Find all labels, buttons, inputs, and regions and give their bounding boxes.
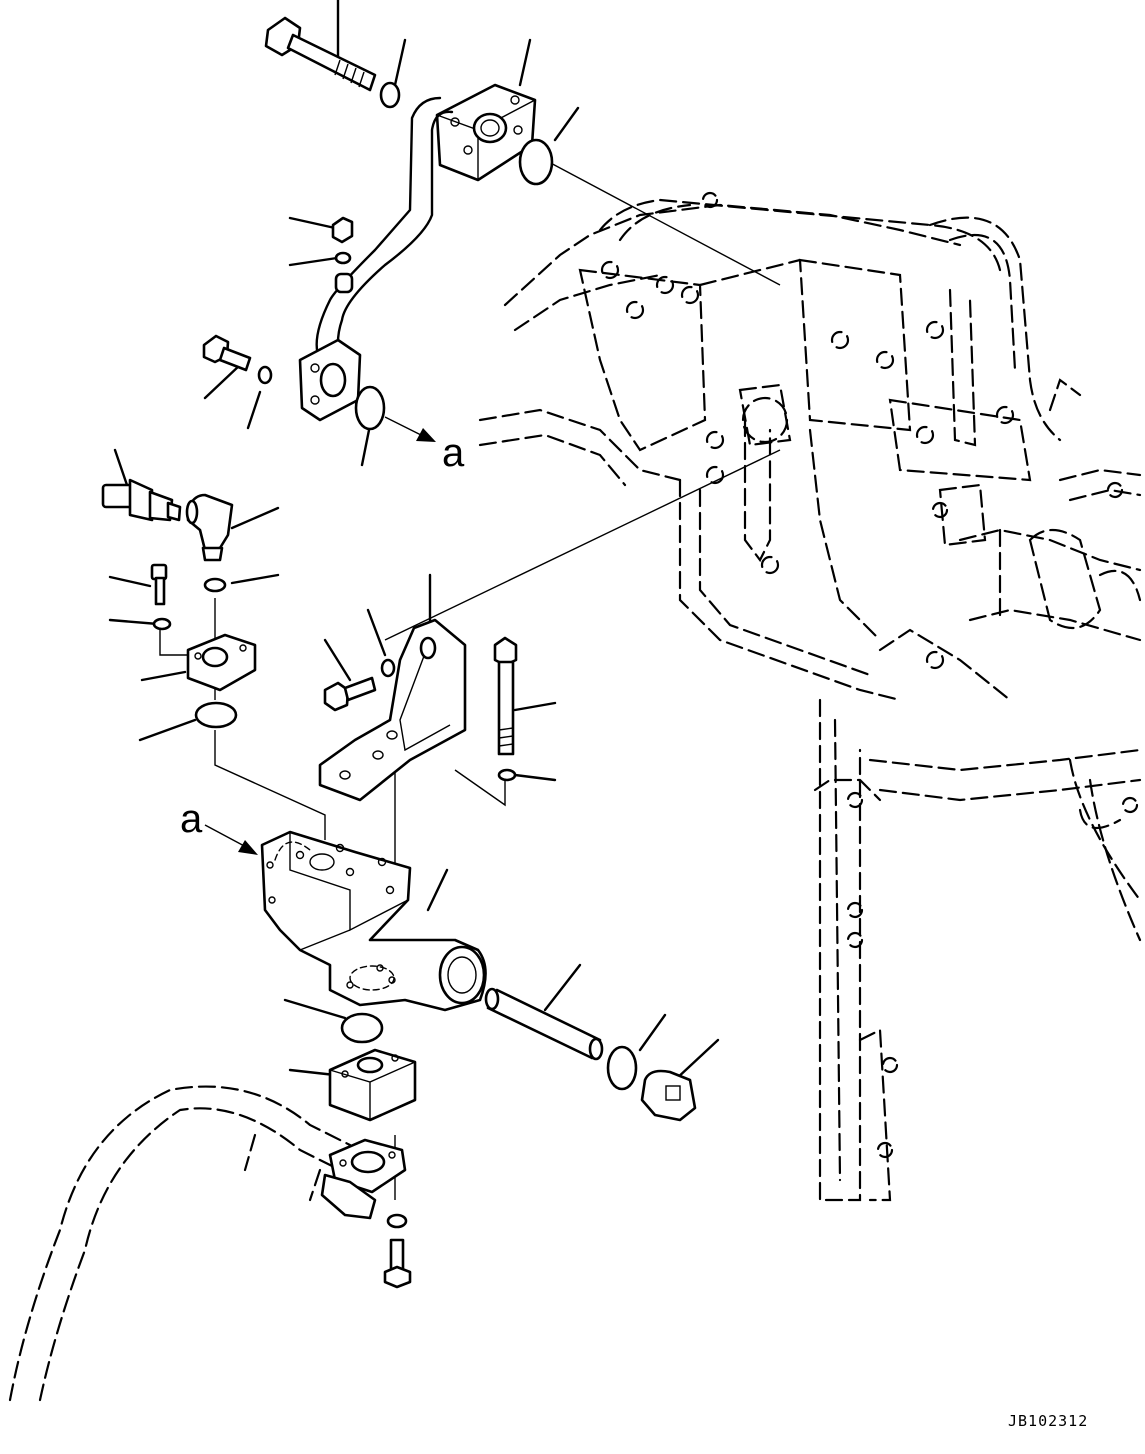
o-ring-icon (203, 577, 227, 593)
flange-bolt-icon (383, 1238, 412, 1289)
drawing-code: JB102312 (1008, 1412, 1088, 1430)
o-ring-icon (606, 1045, 638, 1091)
flange-bolt-icon (150, 563, 168, 606)
plug-icon (331, 216, 354, 244)
cap-plug-icon (640, 1069, 697, 1122)
pin-icon (484, 987, 604, 1061)
view-arrow-a-top: a (384, 416, 465, 475)
view-letter-a-bottom: a (180, 797, 203, 841)
split-flange-icon (435, 83, 537, 182)
split-flange-icon (328, 1048, 417, 1122)
washer-icon (380, 658, 396, 678)
flange-bolt-icon (323, 676, 377, 712)
split-flange-icon (298, 338, 362, 422)
washer-icon (379, 81, 401, 109)
o-ring-icon (518, 138, 554, 186)
view-letter-a-top: a (442, 431, 465, 475)
flange-bolt-icon (493, 636, 518, 756)
o-ring-icon (334, 251, 352, 265)
connection-lines (108, 0, 781, 1200)
washer-icon (257, 365, 273, 385)
o-ring-icon (194, 701, 238, 729)
o-ring-icon (340, 1012, 384, 1044)
machine-phantom-outline (478, 191, 1142, 1202)
sleeve-icon (334, 272, 354, 294)
bracket-icon (318, 618, 467, 802)
hose-icon (8, 1085, 352, 1402)
flange-bolt-icon (202, 334, 252, 372)
washer-icon (497, 768, 517, 782)
hose-flange-icon (320, 1138, 407, 1220)
pressure-sensor-icon (101, 478, 182, 522)
o-ring-icon (354, 385, 386, 431)
washer-icon (386, 1213, 408, 1229)
elbow-fitting-icon (185, 493, 234, 562)
view-arrow-a-bottom: a (180, 797, 258, 855)
washer-icon (152, 617, 172, 631)
split-flange-icon (186, 633, 257, 692)
valve-block-icon (260, 830, 487, 1012)
flange-bolt-icon (264, 16, 377, 92)
